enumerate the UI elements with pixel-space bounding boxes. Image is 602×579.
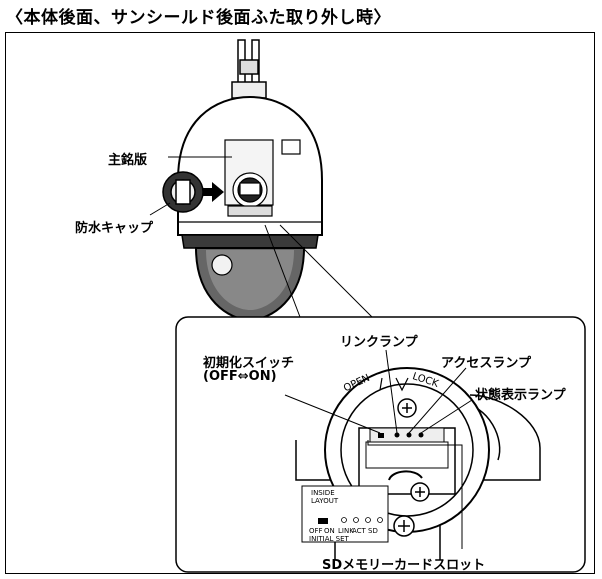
back-panel (224, 139, 301, 217)
zoom-line-right (279, 224, 373, 318)
inside-text: INSIDE (311, 489, 335, 497)
link-text: LINK (338, 527, 354, 535)
act-text: ACT (352, 527, 366, 535)
link-lamp-label: リンクランプ (340, 335, 418, 350)
detail-leaders (284, 349, 473, 549)
inside-layout-plate (301, 485, 389, 543)
init-switch-range-label: (OFF⇔ON) (203, 369, 277, 384)
nameplate-label: 主銘版 (108, 153, 148, 168)
insert-arrow (203, 182, 224, 202)
status-lamp-label: 状態表示ランプ (475, 388, 566, 403)
page-title: 〈本体後面、サンシールド後面ふた取り外し時〉 (6, 8, 391, 28)
init-switch-label: 初期化スイッチ (203, 356, 295, 371)
access-lamp-label: アクセスランプ (441, 356, 531, 371)
sd-text: SD (368, 527, 378, 535)
layout-text: LAYOUT (311, 497, 339, 505)
initial-set-text: INITIAL SET (309, 535, 349, 543)
off-text: OFF (309, 527, 323, 535)
sd-slot-label: SDメモリーカードスロット (322, 558, 486, 573)
waterproof-cap-drawing (162, 171, 204, 213)
diagram-frame (5, 32, 595, 574)
waterproof-cap-label: 防水キャップ (75, 221, 154, 236)
lens-dome (194, 247, 306, 322)
cap-leader (149, 202, 171, 216)
zoom-line-left (264, 224, 301, 318)
switch-graphic (318, 518, 328, 524)
on-text: ON (324, 527, 335, 535)
cable-mount (231, 39, 267, 99)
